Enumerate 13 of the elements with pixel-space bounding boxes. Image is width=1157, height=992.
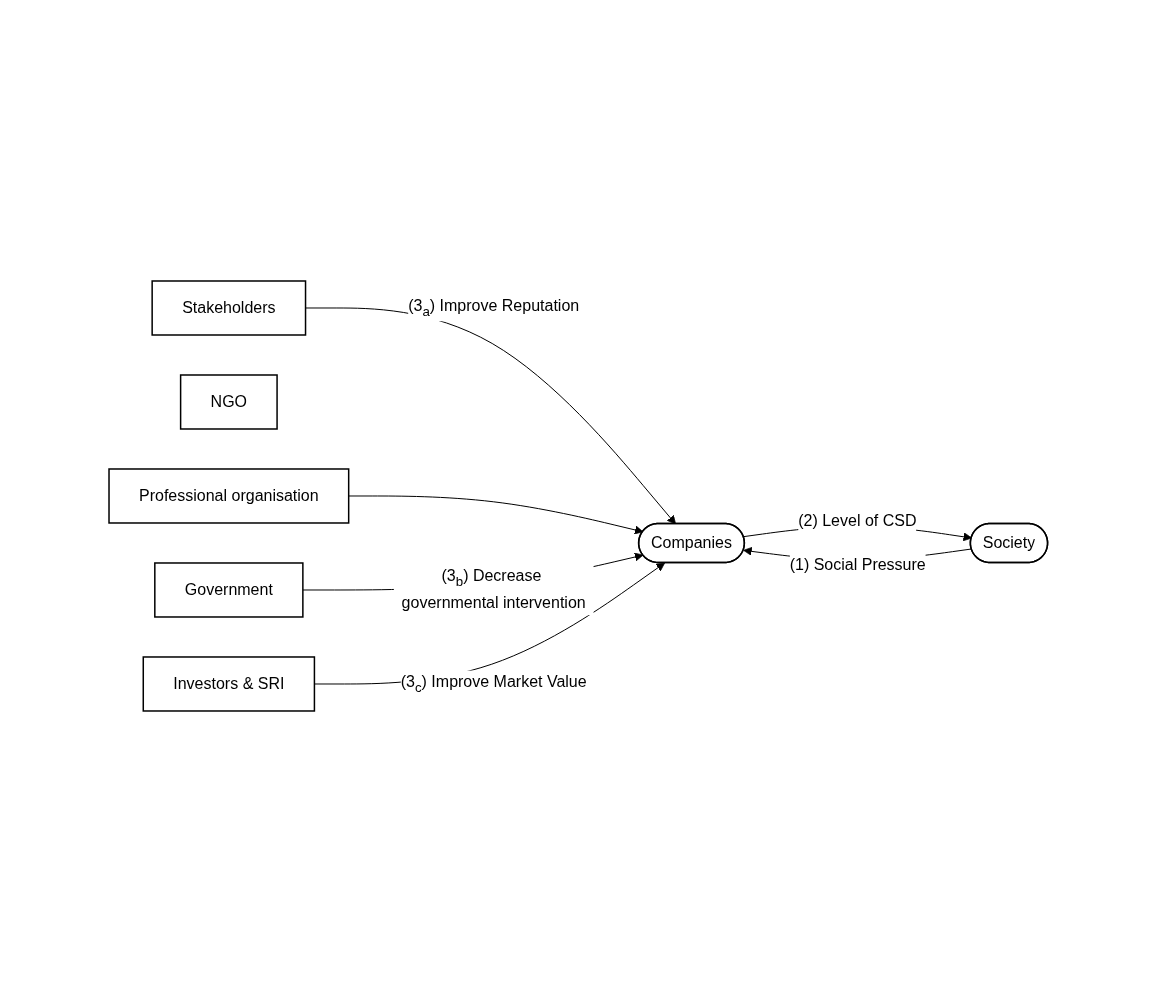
node-box: Professional organisation bbox=[108, 468, 350, 524]
arrow bbox=[348, 495, 644, 535]
arrow bbox=[314, 562, 666, 685]
edge-label: (1) Social Pressure bbox=[789, 555, 926, 573]
edge-label: (3$_{c}$) Improve Market Value bbox=[400, 673, 587, 695]
edge-label: (3$_{b}$) Decrease governmental intervention bbox=[401, 567, 586, 612]
node-box: Government bbox=[154, 562, 304, 618]
node-box: Stakeholders bbox=[151, 280, 307, 336]
arrow bbox=[305, 307, 677, 525]
edge-label: (2) Level of CSD bbox=[798, 511, 917, 529]
edge-label: (3$_{a}$) Improve Reputation bbox=[408, 297, 580, 319]
node-box: NGO bbox=[180, 374, 278, 430]
node-box: Investors & SRI bbox=[142, 656, 316, 712]
